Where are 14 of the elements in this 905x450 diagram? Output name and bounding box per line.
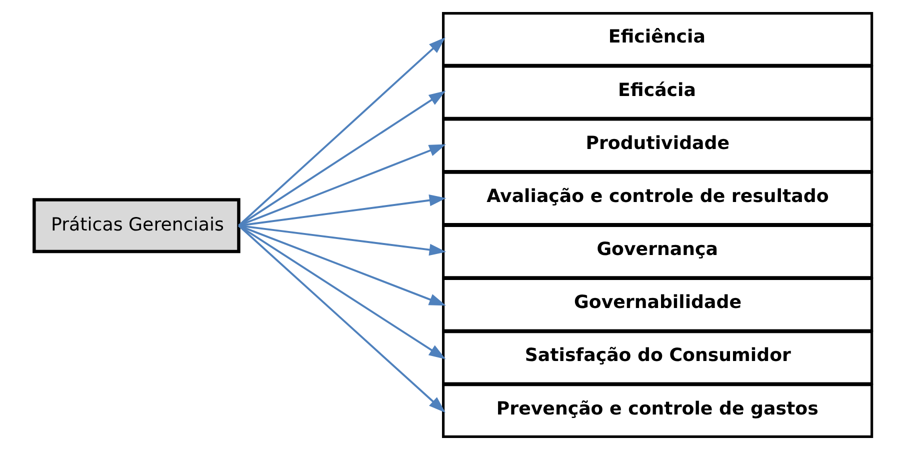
node-box: Avaliação e controle de resultado xyxy=(442,171,873,226)
node-box: Prevenção e controle de gastos xyxy=(442,384,873,438)
node-box: Produtividade xyxy=(442,118,873,173)
node-box: Práticas Gerenciais xyxy=(32,198,240,254)
arrow xyxy=(238,224,445,413)
arrow xyxy=(238,37,445,226)
node-box: Eficácia xyxy=(442,65,873,120)
node-box: Satisfação do Consumidor xyxy=(442,330,873,385)
node-box: Eficiência xyxy=(442,12,873,66)
arrow xyxy=(238,224,446,360)
node-box: Governabilidade xyxy=(442,277,873,332)
arrow xyxy=(238,144,446,227)
arrow xyxy=(238,90,446,226)
node-box: Governança xyxy=(442,224,873,279)
